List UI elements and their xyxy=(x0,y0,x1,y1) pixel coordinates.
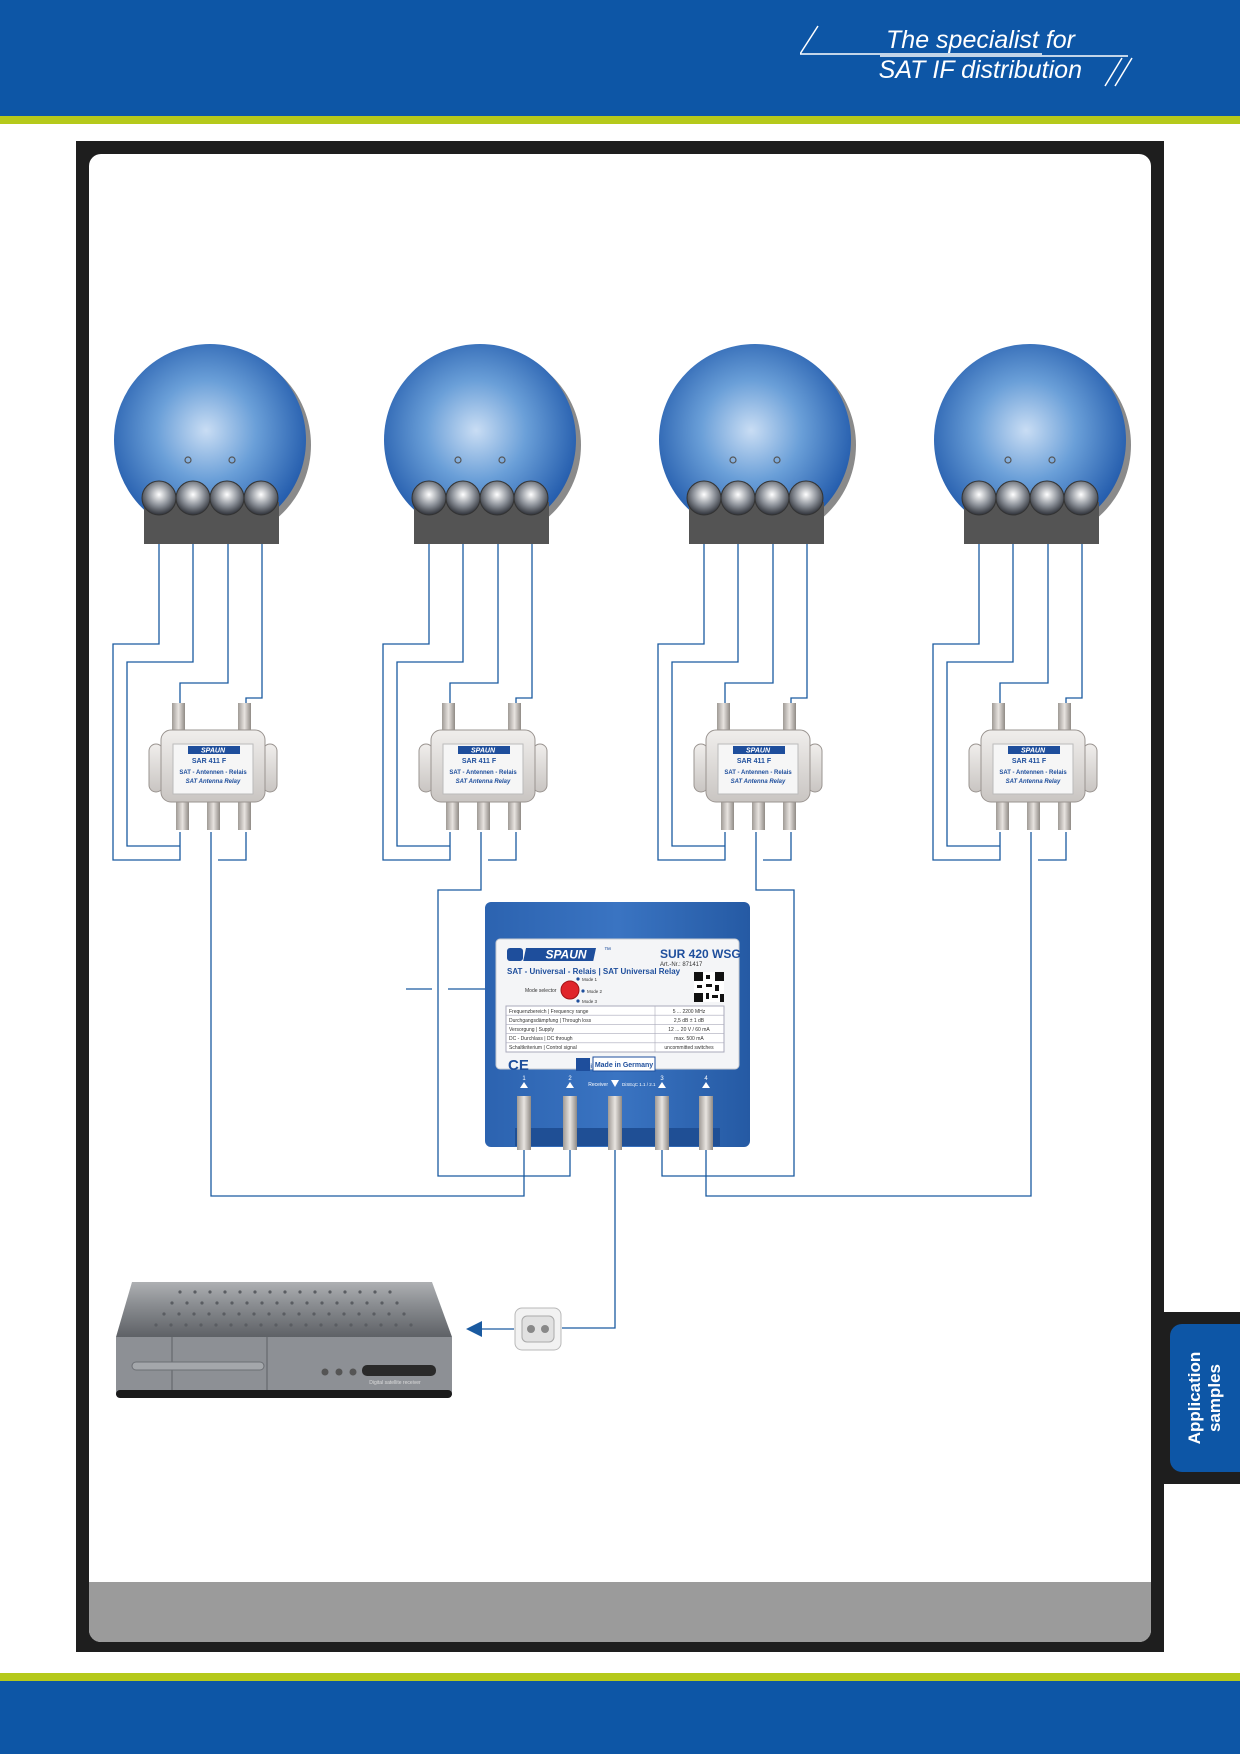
mode-selector-knob[interactable] xyxy=(560,980,580,1000)
relay-brand: SPAUN xyxy=(746,748,771,755)
switch-trademark: ™ xyxy=(604,947,611,954)
spec-value: 12 ... 20 V / 60 mA xyxy=(668,1027,710,1033)
relay-name-en: SAT Antenna Relay xyxy=(1006,779,1061,785)
wire-group4-lnb3 xyxy=(999,540,1049,712)
receiver-vent-grille xyxy=(154,1290,413,1327)
spec-value: 2,5 dB ± 1 dB xyxy=(674,1018,705,1024)
spec-label: Versorgung | Supply xyxy=(509,1027,554,1033)
spec-label: Schaltkriterium | Control signal xyxy=(509,1045,577,1051)
wire-switch-to-outlet xyxy=(562,1150,616,1329)
relay-name-en: SAT Antenna Relay xyxy=(731,779,786,785)
switch-brand: SPAUN xyxy=(545,948,586,962)
receiver-port-label: Receiver xyxy=(588,1082,608,1088)
antenna-wall-outlet xyxy=(514,1307,562,1351)
wire-group4-to-switch xyxy=(705,832,1032,1197)
relay-4: SPAUN SAR 411 F SAT - Antennen - Relais … xyxy=(968,702,1098,831)
diseqc-logo-icon xyxy=(576,1058,590,1071)
wire-group2-lnb1 xyxy=(382,540,451,861)
satellite-dish-3 xyxy=(658,343,857,545)
tagline-slashes xyxy=(800,25,1133,87)
satellite-receiver: Digital satellite receiver xyxy=(116,1282,452,1398)
wire-group1-lnb1 xyxy=(112,540,181,861)
footer-accent-stripe xyxy=(0,1673,1240,1681)
qr-code-icon xyxy=(694,972,724,1002)
arrow-to-receiver xyxy=(466,1321,482,1337)
relay-brand: SPAUN xyxy=(471,748,496,755)
receiver-caption: Digital satellite receiver xyxy=(369,1380,421,1386)
relay-name-en: SAT Antenna Relay xyxy=(186,779,241,785)
spec-value: uncommitted switches xyxy=(664,1045,714,1051)
tagline-line-2: SAT IF distribution xyxy=(878,56,1082,84)
mode-3-label: Mode 3 xyxy=(582,999,598,1004)
relay-model: SAR 411 F xyxy=(192,758,227,765)
wire-group3-lnb3 xyxy=(724,540,774,712)
port-label-2: 2 xyxy=(568,1076,572,1082)
made-in-germany-label: Made in Germany xyxy=(595,1062,653,1069)
port-label-3: 3 xyxy=(660,1076,664,1082)
ce-mark-icon: CE xyxy=(508,1057,529,1074)
relay-name-de: SAT - Antennen - Relais xyxy=(999,770,1067,776)
switch-art-no: Art.-Nr.: 871417 xyxy=(660,962,703,968)
wiring xyxy=(112,540,1083,1330)
switch-subtitle: SAT - Universal - Relais | SAT Universal… xyxy=(507,967,681,976)
relay-brand: SPAUN xyxy=(1021,748,1046,755)
wire-group3-lnb1 xyxy=(657,540,726,861)
port-label-4: 4 xyxy=(704,1076,708,1082)
wire-group4-lnb2 xyxy=(946,540,1014,847)
spec-table: Frequenzbereich | Frequency range 5 ... … xyxy=(505,1005,725,1053)
relay-model: SAR 411 F xyxy=(462,758,497,765)
wire-group2-lnb4 xyxy=(515,540,533,712)
wire-group1-to-switch xyxy=(210,858,525,1197)
mode-selector-label: Mode selector xyxy=(525,988,557,994)
wire-group4-lnb1 xyxy=(932,540,1001,861)
satellite-dish-2 xyxy=(383,343,582,545)
relay-name-en: SAT Antenna Relay xyxy=(456,779,511,785)
receiver-diseqc-label: DiSEqC 1.1 / 2.1 xyxy=(622,1082,656,1087)
relay-3: SPAUN SAR 411 F SAT - Antennen - Relais … xyxy=(693,702,823,831)
wire-group2-to-switch xyxy=(437,832,571,1177)
spec-label: Durchgangsdämpfung | Through loss xyxy=(509,1018,592,1024)
side-tab-label: Application samples xyxy=(1185,1351,1224,1445)
wire-group3-lnb4 xyxy=(790,540,808,712)
mode-1-label: Mode 1 xyxy=(582,977,598,982)
satellite-dish-1 xyxy=(113,343,312,545)
wire-group1-lnb3 xyxy=(179,540,229,712)
relay-model: SAR 411 F xyxy=(737,758,772,765)
header-accent-stripe xyxy=(0,116,1240,124)
relay-name-de: SAT - Antennen - Relais xyxy=(724,770,792,776)
wire-group4-lnb4 xyxy=(1065,540,1083,712)
spec-value: max. 500 mA xyxy=(674,1036,704,1042)
relay-name-de: SAT - Antennen - Relais xyxy=(179,770,247,776)
port-label-1: 1 xyxy=(522,1076,526,1082)
wire-group2-out-b xyxy=(488,832,517,861)
spec-label: Frequenzbereich | Frequency range xyxy=(509,1009,589,1015)
mode-2-label: Mode 2 xyxy=(587,989,603,994)
universal-relay-switch: SPAUN ™ SUR 420 WSG Art.-Nr.: 871417 SAT… xyxy=(485,902,750,1150)
wire-group4-out-b xyxy=(1038,832,1067,861)
switch-model: SUR 420 WSG xyxy=(660,947,741,961)
relay-model: SAR 411 F xyxy=(1012,758,1047,765)
spec-value: 5 ... 2200 MHz xyxy=(673,1009,706,1015)
relay-2: SPAUN SAR 411 F SAT - Antennen - Relais … xyxy=(418,702,548,831)
wire-group1-lnb4 xyxy=(245,540,263,712)
header-bar: The specialist for SAT IF distribution xyxy=(0,0,1240,116)
wire-group1-out-b xyxy=(218,832,247,861)
wire-group1-lnb2 xyxy=(126,540,194,847)
spec-label: DC - Durchlass | DC through xyxy=(509,1036,573,1042)
panel-footer-bar xyxy=(89,1582,1151,1642)
wire-group3-lnb2 xyxy=(671,540,739,847)
wire-group2-lnb3 xyxy=(449,540,499,712)
side-tab[interactable]: Application samples xyxy=(1170,1324,1240,1472)
relay-1: SPAUN SAR 411 F SAT - Antennen - Relais … xyxy=(148,702,278,831)
tagline: The specialist for SAT IF distribution xyxy=(800,0,1240,116)
wire-group3-to-switch xyxy=(661,832,795,1177)
satellite-dish-4 xyxy=(933,343,1132,545)
footer-bar xyxy=(0,1681,1240,1754)
wire-group3-out-b xyxy=(763,832,792,861)
relay-name-de: SAT - Antennen - Relais xyxy=(449,770,517,776)
relay-brand: SPAUN xyxy=(201,748,226,755)
tagline-line-1: The specialist for xyxy=(886,26,1075,54)
wire-group2-lnb2 xyxy=(396,540,464,847)
